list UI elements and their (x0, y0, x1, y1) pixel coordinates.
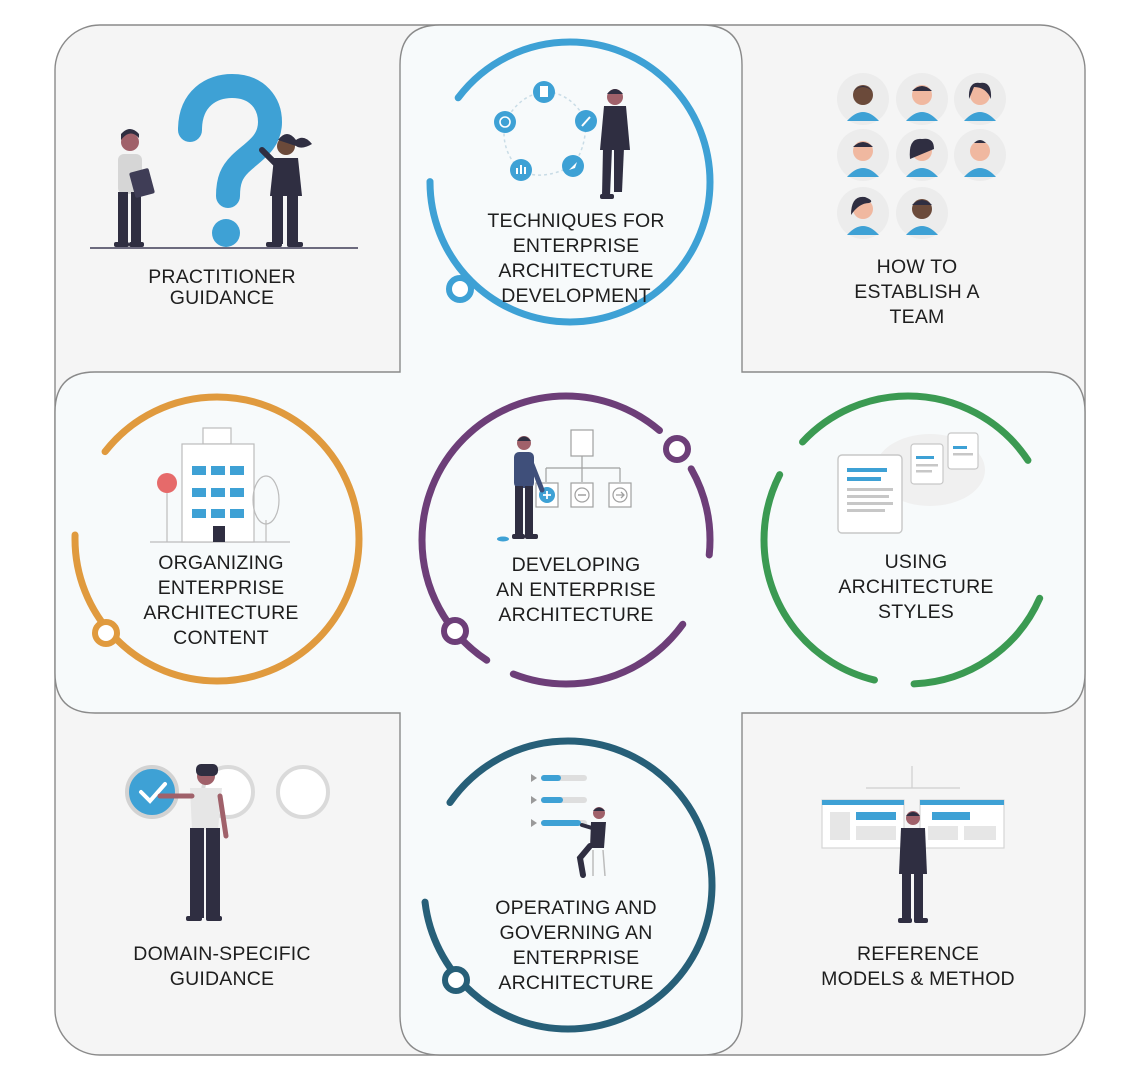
label-line: GUIDANCE (170, 968, 275, 990)
document-icon (947, 432, 979, 470)
chart-icon (510, 159, 532, 181)
label-line: ESTABLISH A (854, 281, 979, 303)
label-line: ARCHITECTURE (838, 576, 993, 598)
check-icon (125, 765, 179, 819)
person-icon (157, 764, 229, 921)
label-line: USING (885, 551, 948, 573)
slider-icon (531, 774, 587, 782)
label-line: GUIDANCE (170, 287, 275, 309)
label-line: DEVELOPMENT (501, 285, 651, 307)
label-line: ORGANIZING (158, 552, 284, 574)
developing-illustration (497, 429, 632, 542)
tree-icon (157, 473, 280, 542)
domain-illustration (125, 764, 330, 921)
minus-icon (574, 487, 590, 503)
label-line: TECHNIQUES FOR (487, 210, 664, 232)
building-icon (181, 427, 255, 543)
avatar (954, 73, 1006, 125)
avatar (896, 129, 948, 181)
label-line: GOVERNING AN (499, 922, 652, 944)
developing-label: DEVELOPING AN ENTERPRISE ARCHITECTURE (496, 554, 656, 626)
cross-highlight (54, 24, 1086, 1056)
label-line: DOMAIN-SPECIFIC (133, 943, 310, 965)
avatar (896, 73, 948, 125)
label-line: STYLES (878, 601, 954, 623)
label-line: ENTERPRISE (513, 235, 640, 257)
developing-ring (418, 392, 714, 688)
person-icon (600, 89, 630, 199)
document-icon (533, 81, 555, 103)
organizing-ring (71, 393, 363, 685)
styles-ring (760, 392, 1056, 688)
label-line: ARCHITECTURE (498, 972, 653, 994)
organizing-label: ORGANIZING ENTERPRISE ARCHITECTURE CONTE… (143, 552, 298, 649)
practitioner-illustration (90, 73, 358, 249)
techniques-ring (426, 38, 714, 326)
document-icon (837, 454, 903, 534)
label-line: ARCHITECTURE (498, 604, 653, 626)
label-line: CONTENT (173, 627, 269, 649)
person-icon (898, 811, 928, 923)
team-label: HOW TO ESTABLISH A TEAM (854, 256, 979, 328)
avatar (837, 187, 889, 239)
wireframe-icon (919, 799, 1005, 849)
practitioner-label: PRACTITIONER GUIDANCE (148, 266, 296, 309)
hammer-icon (575, 110, 597, 132)
person-icon (576, 807, 606, 878)
label-line: TEAM (890, 306, 945, 328)
label-line: REFERENCE (857, 943, 979, 965)
label-line: ARCHITECTURE (143, 602, 298, 624)
operating-illustration (531, 774, 606, 878)
team-illustration (837, 73, 1006, 239)
domain-label: DOMAIN-SPECIFIC GUIDANCE (133, 943, 310, 990)
techniques-label: TECHNIQUES FOR ENTERPRISE ARCHITECTURE D… (487, 210, 664, 307)
person-icon (114, 129, 155, 247)
rocket-icon (562, 155, 584, 177)
person-icon (259, 134, 312, 247)
slider-icon (531, 796, 587, 804)
styles-label: USING ARCHITECTURE STYLES (838, 551, 993, 623)
reference-illustration (821, 766, 1005, 923)
refresh-icon (494, 111, 516, 133)
label-line: MODELS & METHOD (821, 968, 1015, 990)
avatar (954, 129, 1006, 181)
label-line: AN ENTERPRISE (496, 579, 656, 601)
operating-label: OPERATING AND GOVERNING AN ENTERPRISE AR… (495, 897, 657, 994)
label-line: DEVELOPING (512, 554, 641, 576)
styles-illustration (837, 432, 985, 534)
label-line: ENTERPRISE (513, 947, 640, 969)
avatar (837, 129, 889, 181)
label-line: PRACTITIONER (148, 266, 296, 288)
operating-ring (420, 737, 716, 1033)
label-line: OPERATING AND (495, 897, 657, 919)
avatar (896, 187, 948, 239)
arrow-right-icon (612, 487, 628, 503)
label-line: ENTERPRISE (158, 577, 285, 599)
person-icon (497, 436, 545, 542)
wireframe-icon (821, 799, 905, 849)
avatar (837, 73, 889, 125)
label-line: HOW TO (877, 256, 958, 278)
reference-label: REFERENCE MODELS & METHOD (821, 943, 1015, 990)
question-mark-icon (178, 73, 283, 247)
document-icon (910, 443, 944, 485)
label-line: ARCHITECTURE (498, 260, 653, 282)
slider-icon (531, 819, 587, 827)
organizing-illustration (150, 427, 290, 543)
techniques-illustration (494, 81, 630, 199)
